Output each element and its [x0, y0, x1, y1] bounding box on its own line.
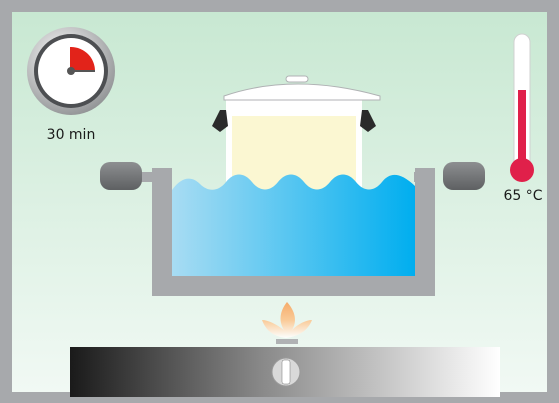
stopwatch-icon: [27, 27, 115, 115]
thermometer-icon: [510, 34, 534, 182]
thermometer-mercury: [518, 90, 526, 168]
temperature-label: 65 °C: [503, 188, 542, 204]
burner-cap: [276, 339, 298, 344]
water: [172, 175, 415, 277]
stove-knob-icon[interactable]: [272, 358, 300, 386]
stove: [70, 347, 500, 397]
timer-pivot: [67, 67, 75, 75]
thermometer-bulb: [510, 158, 534, 182]
timer-label: 30 min: [47, 127, 96, 143]
